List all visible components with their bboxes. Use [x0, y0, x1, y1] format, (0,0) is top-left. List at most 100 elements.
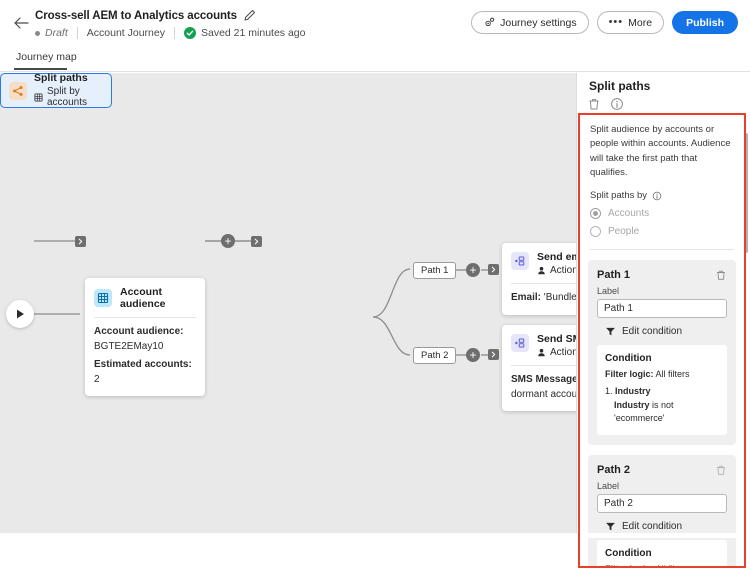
publish-button[interactable]: Publish	[672, 11, 738, 34]
rule-detail: Industry is not 'ecommerce'	[614, 399, 719, 426]
filter-logic-row: Filter logic: All filters	[605, 369, 719, 379]
add-step-button[interactable]: +	[221, 234, 235, 248]
node-send-email[interactable]: Send email Action on p Email: 'Bundle pr…	[502, 243, 576, 315]
gear-icon	[483, 17, 495, 29]
filter-logic-label: Filter logic:	[605, 564, 654, 567]
node-send-sms[interactable]: Send SMS Action on p SMS Message: 'Engag…	[502, 325, 576, 411]
rule-detail-op: is not 'ecommerce'	[614, 399, 674, 424]
split-paths-panel: Split paths Split audience by accounts o…	[576, 73, 750, 568]
condition-title: Condition	[605, 547, 652, 559]
path-pill[interactable]: Path 1	[413, 262, 457, 279]
node-subtitle-label: Split by accounts	[47, 86, 88, 109]
radio-icon	[590, 208, 601, 219]
node-title: Split paths	[34, 73, 88, 84]
title-row: Cross-sell AEM to Analytics accounts	[35, 9, 256, 22]
meta-divider	[173, 27, 175, 39]
node-body: SMS Message: 'Engag dormant account con	[502, 366, 576, 411]
node-body: Email: 'Bundle promo	[502, 284, 576, 315]
estimate-value: 2	[94, 373, 100, 385]
path-pill[interactable]: Path 2	[413, 347, 457, 364]
node-header: Account audience	[85, 278, 205, 317]
journey-start-node[interactable]	[6, 300, 34, 328]
path-label-input[interactable]	[597, 299, 727, 318]
panel-title: Split paths	[589, 79, 651, 93]
estimate-label: Estimated accounts:	[94, 359, 192, 370]
radio-option-accounts[interactable]: Accounts	[590, 208, 734, 219]
status-badge: Draft	[45, 27, 68, 39]
connector-arrow-icon[interactable]	[488, 349, 499, 360]
condition-title: Condition	[605, 353, 652, 364]
status-dot-icon	[35, 30, 40, 36]
node-title: Send email	[537, 251, 576, 263]
path-card-header: Path 2	[597, 464, 727, 476]
meta-divider	[76, 27, 78, 39]
filter-logic-value: All filters	[656, 564, 690, 567]
info-circle-icon[interactable]	[652, 191, 662, 201]
connector-arrow-icon[interactable]	[251, 236, 262, 247]
tab-bar: Journey map	[0, 48, 750, 72]
node-account-audience[interactable]: Account audience Account audience: BGTE2…	[85, 278, 205, 396]
panel-intro-text: Split audience by accounts or people wit…	[590, 124, 731, 178]
sms-body-value-line2: dormant account con	[511, 388, 576, 400]
more-label: More	[628, 16, 653, 29]
add-step-button[interactable]: +	[466, 263, 480, 277]
more-button[interactable]: ••• More	[596, 11, 665, 34]
split-paths-by-label: Split paths by	[590, 190, 734, 201]
accounts-icon	[34, 93, 43, 102]
journey-canvas[interactable]: + Account audience Account audience: BGT…	[0, 73, 576, 538]
info-circle-icon[interactable]	[610, 97, 624, 111]
edit-condition-label: Edit condition	[622, 326, 683, 337]
play-icon	[14, 308, 26, 320]
condition-rule: 1. Industry Industry is not 'ecommerce'	[605, 385, 719, 426]
sms-body-label: SMS Message:	[511, 374, 576, 385]
app-header: Cross-sell AEM to Analytics accounts Dra…	[0, 0, 750, 48]
panel-intro: Split audience by accounts or people wit…	[580, 115, 744, 250]
node-texts: Send SMS Action on p	[537, 333, 576, 358]
node-body: Account audience: BGTE2EMay10 Estimated …	[85, 318, 205, 396]
divider	[511, 365, 576, 366]
split-paths-by-text: Split paths by	[590, 190, 648, 201]
trash-icon[interactable]	[587, 97, 601, 111]
node-title: Send SMS	[537, 333, 576, 345]
connector-arrow-icon[interactable]	[75, 236, 86, 247]
path-label-input[interactable]	[597, 493, 727, 513]
edit-condition-button[interactable]: Edit condition	[605, 326, 727, 337]
panel-scroll-area[interactable]: Split audience by accounts or people wit…	[580, 115, 744, 566]
add-step-button[interactable]: +	[466, 348, 480, 362]
filter-logic-label: Filter logic:	[605, 369, 654, 379]
node-subtitle: Split by accounts	[34, 86, 103, 108]
rule-field: Industry	[615, 386, 651, 396]
divider	[511, 283, 576, 284]
trash-icon[interactable]	[715, 464, 727, 476]
audience-field-label: Account audience:	[94, 326, 184, 337]
edit-condition-button[interactable]: Edit condition	[605, 521, 727, 532]
path-card-title: Path 1	[597, 269, 631, 281]
path-label-caption: Label	[597, 480, 620, 491]
edit-condition-label: Edit condition	[622, 520, 683, 532]
node-texts: Send email Action on p	[537, 251, 576, 276]
trash-icon[interactable]	[715, 269, 727, 281]
panel-scrollbar[interactable]	[744, 133, 748, 253]
filter-logic-row: Filter logic: All filters	[605, 564, 719, 567]
node-header: Send SMS Action on p	[502, 325, 576, 365]
node-split-paths[interactable]: Split paths Split by accounts	[0, 73, 112, 108]
filter-icon	[605, 521, 616, 532]
saved-timestamp: Saved 21 minutes ago	[200, 27, 306, 39]
checkmark-circle-icon	[183, 27, 196, 39]
journey-settings-button[interactable]: Journey settings	[471, 11, 589, 34]
tab-active-indicator	[14, 68, 67, 70]
journey-meta: Draft Account Journey Saved 21 minutes a…	[35, 26, 305, 40]
condition-box: Condition Filter logic: All filters 1. I…	[597, 345, 727, 435]
radio-option-people[interactable]: People	[590, 226, 734, 237]
ellipsis-icon: •••	[608, 16, 624, 28]
tab-journey-map[interactable]: Journey map	[16, 51, 77, 63]
email-body-value: 'Bundle promo	[543, 292, 576, 303]
back-arrow-icon[interactable]	[12, 14, 30, 32]
pencil-icon[interactable]	[243, 9, 256, 22]
connector-arrow-icon[interactable]	[488, 264, 499, 275]
path-card-header: Path 1	[597, 269, 727, 281]
path-label-caption: Label	[597, 286, 620, 296]
node-header: Send email Action on p	[502, 243, 576, 283]
divider	[94, 317, 196, 318]
radio-label: Accounts	[608, 208, 650, 219]
